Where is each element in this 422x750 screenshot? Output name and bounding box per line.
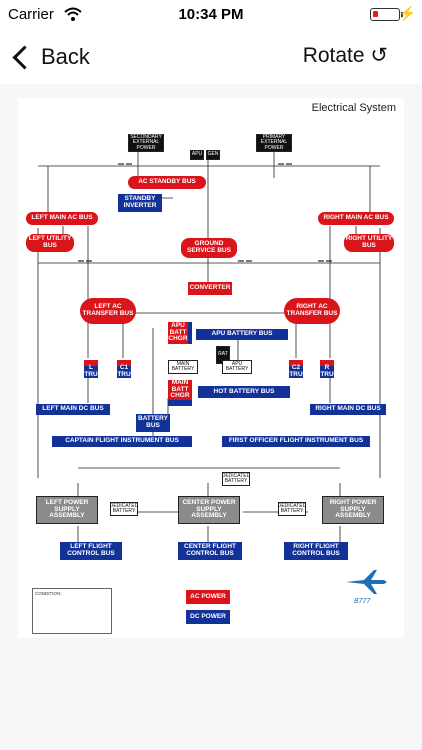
c2-tru: C2 TRU [289,360,303,378]
right-utility-bus: RIGHT UTILITY BUS [344,234,394,252]
secondary-external-power: SECONDARY EXTERNAL POWER [128,134,164,152]
apu-battery: APU BATTERY [222,360,252,374]
right-power-supply-assembly: RIGHT POWER SUPPLY ASSEMBLY [322,496,384,524]
hot-battery-bus: HOT BATTERY BUS [198,386,290,398]
r-tru: R TRU [320,360,334,378]
left-power-supply-assembly: LEFT POWER SUPPLY ASSEMBLY [36,496,98,524]
back-button[interactable]: Back [10,40,90,74]
electrical-system-diagram: Electrical System SECONDARY EXTERNAL POW… [18,98,404,638]
status-bar: Carrier 10:34 PM ⚡ [0,0,422,30]
dedicated-battery-left: DEDICATED BATTERY [109,502,139,516]
left-flight-control-bus: LEFT FLIGHT CONTROL BUS [60,542,122,560]
carrier-label: Carrier [8,6,54,23]
main-battery: MAIN BATTERY [168,360,198,374]
apu-gen-source: GEN [206,150,220,160]
ground-service-bus: GROUND SERVICE BUS [181,238,237,258]
legend-ac-power: AC POWER [186,590,230,604]
back-label: Back [41,44,90,69]
legend-dc-power: DC POWER [186,610,230,624]
rotate-button[interactable]: Rotate ↺ [302,44,388,67]
primary-external-power: PRIMARY EXTERNAL POWER [256,134,292,152]
charging-icon: ⚡ [398,5,416,21]
right-main-dc-bus: RIGHT MAIN DC BUS [310,404,386,415]
navigation-bar: Back Rotate ↺ [0,30,422,85]
ac-standby-bus: AC STANDBY BUS [128,176,206,189]
right-ac-transfer-bus: RIGHT AC TRANSFER BUS [284,298,340,324]
center-power-supply-assembly: CENTER POWER SUPPLY ASSEMBLY [178,496,240,524]
legend-condition: CONDITION: [32,588,112,634]
chevron-left-icon [12,44,37,70]
airplane-logo-icon [346,570,387,594]
wifi-icon [64,7,82,21]
left-main-ac-bus: LEFT MAIN AC BUS [26,212,98,225]
l-tru: L TRU [84,360,98,378]
apu-battery-bus: APU BATTERY BUS [196,329,288,340]
standby-inverter: STANDBY INVERTER [118,194,162,212]
dedicated-battery-center: DEDICATED BATTERY [221,472,251,486]
left-main-dc-bus: LEFT MAIN DC BUS [36,404,110,415]
dedicated-battery-right: DEDICATED BATTERY [277,502,307,516]
captain-flight-instrument-bus: CAPTAIN FLIGHT INSTRUMENT BUS [52,436,192,447]
image-viewer[interactable]: Electrical System SECONDARY EXTERNAL POW… [0,84,422,750]
battery-bus: BATTERY BUS [136,414,170,432]
c1-tru: C1 TRU [117,360,131,378]
first-officer-flight-instrument-bus: FIRST OFFICER FLIGHT INSTRUMENT BUS [222,436,370,447]
center-flight-control-bus: CENTER FLIGHT CONTROL BUS [178,542,242,560]
left-ac-transfer-bus: LEFT AC TRANSFER BUS [80,298,136,324]
battery-icon [370,8,403,21]
diagram-title: Electrical System [311,102,396,114]
right-flight-control-bus: RIGHT FLIGHT CONTROL BUS [284,542,348,560]
main-batt-chgr: MAIN BATT CHGR [168,379,192,406]
apu-source: APU [190,150,204,160]
left-utility-bus: LEFT UTILITY BUS [26,234,74,252]
clock: 10:34 PM [178,6,244,23]
converter: CONVERTER [188,282,232,295]
apu-batt-chgr: APU BATT CHGR [168,322,192,344]
model-label: B777 [354,598,371,605]
right-main-ac-bus: RIGHT MAIN AC BUS [318,212,394,225]
